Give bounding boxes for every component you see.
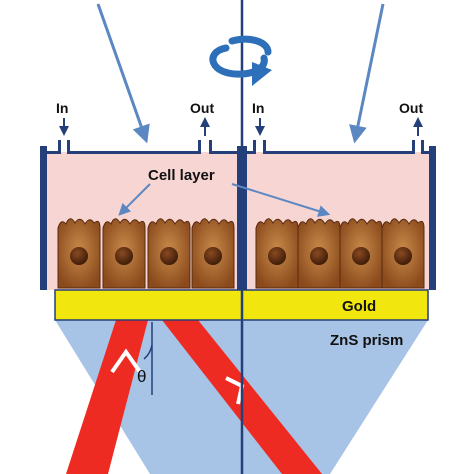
rotation-arrow-icon: [209, 35, 272, 86]
incoming-light-arrow-left: [96, 3, 150, 144]
outlet-label-left: Out: [190, 100, 214, 116]
cell-layer: [57, 218, 425, 289]
incident-beam-direction-chevron: [110, 348, 142, 374]
inlet-label-right: In: [252, 100, 264, 116]
cell-layer-pointer-left: [118, 183, 151, 216]
cell-nucleus: [115, 247, 133, 265]
cell-nucleus: [204, 247, 222, 265]
inlet-label-left: In: [56, 100, 68, 116]
cell-nucleus: [310, 247, 328, 265]
angle-arc: [143, 344, 153, 360]
incident-laser-beam: [66, 320, 148, 474]
cell-nucleus: [160, 247, 178, 265]
outlet-label-right: Out: [399, 100, 423, 116]
prism-label: ZnS prism: [330, 332, 403, 349]
cell-layer-label: Cell layer: [148, 167, 215, 184]
cell-nucleus: [352, 247, 370, 265]
theta-label: θ: [137, 367, 146, 386]
cell-nucleus: [394, 247, 412, 265]
gold-label: Gold: [342, 298, 376, 315]
incoming-light-arrow-right: [349, 3, 385, 144]
cell-nucleus: [70, 247, 88, 265]
cell-layer-pointer-right: [231, 183, 331, 217]
cell-nucleus: [268, 247, 286, 265]
